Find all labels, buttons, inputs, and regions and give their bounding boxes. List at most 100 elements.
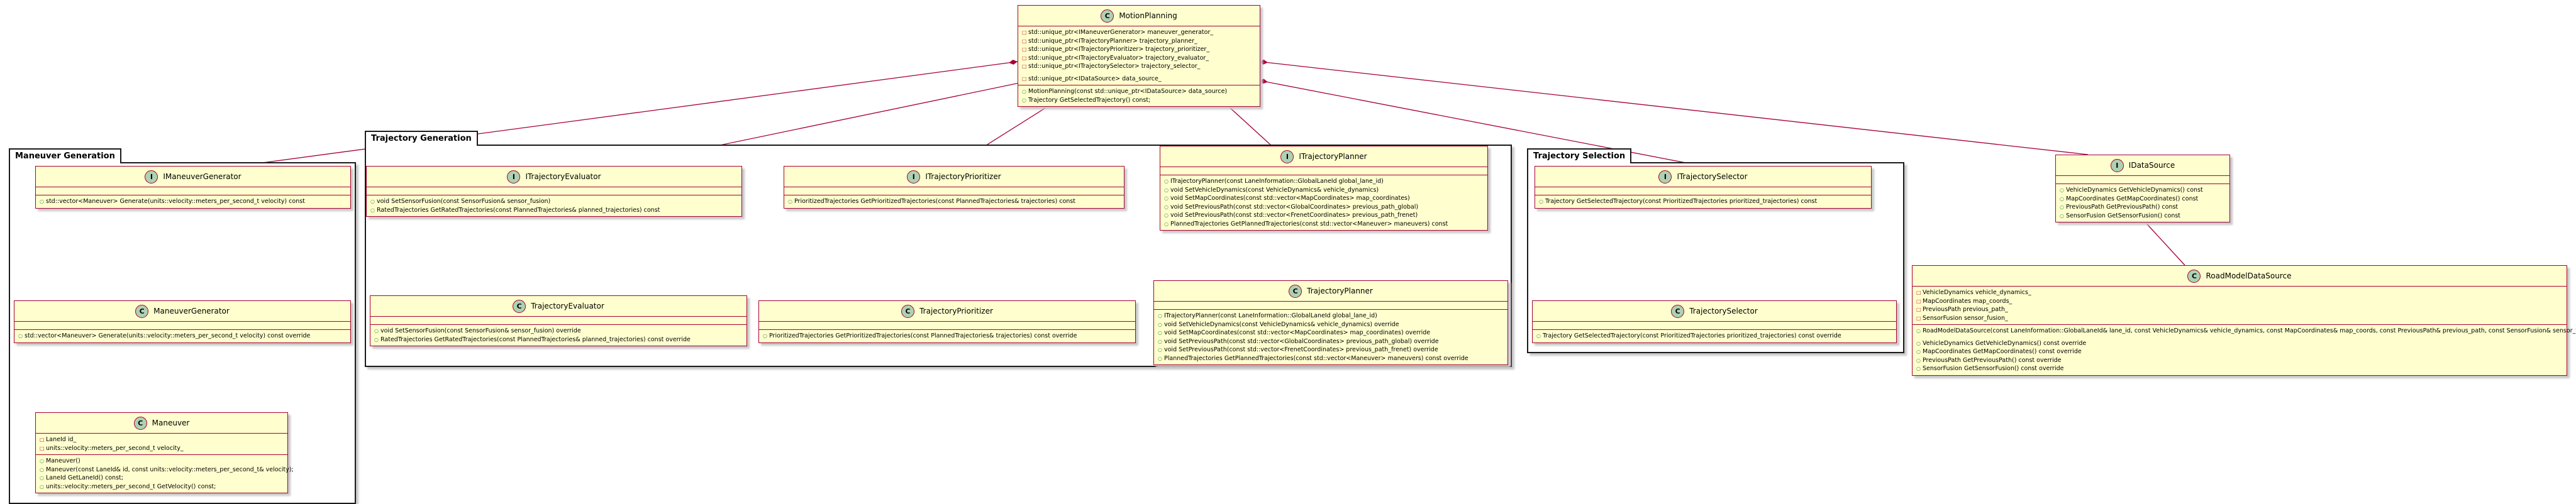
attributes-section: □std::unique_ptr<IManeuverGenerator> man…: [1018, 26, 1260, 85]
member-text: VehicleDynamics GetVehicleDynamics() con…: [2066, 187, 2203, 194]
methods-section: ○void SetSensorFusion(const SensorFusion…: [367, 195, 741, 216]
member-text: MapCoordinates GetMapCoordinates() const: [2066, 195, 2199, 202]
visibility-marker: ○: [40, 199, 44, 204]
member-row: □PreviousPath previous_path_: [1916, 305, 2563, 314]
attributes-section: [36, 187, 350, 195]
class-name: TrajectorySelector: [1689, 307, 1758, 315]
class-header: I IManeuverGenerator: [36, 167, 350, 187]
member-row: □LaneId id_: [40, 436, 284, 444]
attributes-section: [367, 187, 741, 195]
attributes-section: [370, 317, 747, 325]
member-text: PreviousPath GetPreviousPath() const: [2066, 204, 2179, 211]
class-name: TrajectoryEvaluator: [531, 302, 604, 310]
interface-badge-icon: I: [907, 170, 921, 184]
composition-idata-source: [1258, 61, 2089, 155]
class-badge-icon: C: [135, 304, 149, 318]
visibility-marker: □: [1022, 47, 1027, 52]
member-row: □MapCoordinates map_coords_: [1916, 297, 2563, 306]
package-label: Maneuver Generation: [9, 148, 121, 163]
visibility-marker: ○: [763, 333, 767, 339]
member-row: ○MapCoordinates GetMapCoordinates() cons…: [2060, 195, 2226, 204]
visibility-marker: □: [1916, 307, 1921, 312]
class-badge-icon: C: [1289, 284, 1302, 298]
methods-section: ○VehicleDynamics GetVehicleDynamics() co…: [2056, 184, 2229, 222]
class-name: MotionPlanning: [1119, 11, 1177, 20]
member-text: void SetVehicleDynamics(const VehicleDyn…: [1164, 320, 1399, 328]
member-text: Maneuver(): [46, 457, 80, 464]
member-text: void SetMapCoordinates(const std::vector…: [1170, 195, 1410, 202]
class-name: TrajectoryPrioritizer: [919, 307, 993, 315]
member-text: PreviousPath GetPreviousPath() const ove…: [1923, 356, 2062, 364]
member-row: ○PrioritizedTrajectories GetPrioritizedT…: [763, 332, 1131, 341]
member-row: ○units::velocity::meters_per_second_t Ge…: [40, 483, 284, 491]
member-text: PrioritizedTrajectories GetPrioritizedTr…: [769, 332, 1077, 339]
member-row: ○PrioritizedTrajectories GetPrioritizedT…: [788, 197, 1120, 206]
member-row: ○std::vector<Maneuver> Generate(units::v…: [18, 332, 347, 341]
member-row: ○void SetPreviousPath(const std::vector<…: [1158, 346, 1504, 354]
composition-imaneuver-generator-diamond: [1009, 59, 1018, 65]
class-name: ITrajectorySelector: [1677, 172, 1748, 181]
interface-badge-icon: I: [1658, 170, 1672, 184]
member-row: □std::unique_ptr<IManeuverGenerator> man…: [1022, 28, 1256, 37]
package-label: Trajectory Generation: [365, 131, 478, 146]
member-row: ○ITrajectoryPlanner(const LaneInformatio…: [1158, 312, 1504, 320]
member-text: SensorFusion sensor_fusion_: [1923, 314, 2008, 322]
methods-section: ○Trajectory GetSelectedTrajectory(const …: [1535, 195, 1871, 208]
composition-itrajectory-selector-diamond: [1259, 79, 1268, 84]
member-row: ○Trajectory GetSelectedTrajectory(const …: [1539, 197, 1867, 206]
member-text: Maneuver(const LaneId& id, const units::…: [46, 466, 294, 473]
member-row: □std::unique_ptr<IDataSource> data_sourc…: [1022, 75, 1256, 84]
interface-badge-icon: I: [145, 170, 158, 184]
visibility-marker: ○: [1164, 204, 1169, 210]
visibility-marker: □: [1916, 290, 1921, 295]
attributes-section: [784, 187, 1124, 195]
member-row: ○LaneId GetLaneId() const;: [40, 474, 284, 483]
visibility-marker: ○: [1022, 89, 1026, 94]
visibility-marker: ○: [1158, 355, 1162, 361]
member-row: ○void SetMapCoordinates(const std::vecto…: [1158, 329, 1504, 337]
methods-section: ○Trajectory GetSelectedTrajectory(const …: [1533, 330, 1896, 342]
visibility-marker: ○: [374, 336, 379, 342]
realization-road-model-data-source: [2141, 218, 2185, 266]
attributes-section: [2056, 176, 2229, 184]
class-itrajectory-selector[interactable]: I ITrajectorySelector ○Trajectory GetSelec…: [1535, 166, 1872, 209]
member-text: PreviousPath previous_path_: [1923, 306, 2008, 313]
member-text: LaneId GetLaneId() const;: [46, 474, 123, 481]
visibility-marker: □: [40, 445, 45, 451]
class-name: IManeuverGenerator: [163, 172, 242, 181]
member-text: LaneId id_: [46, 436, 77, 443]
class-name: IDataSource: [2128, 161, 2175, 170]
member-text: MapCoordinates GetMapCoordinates() const…: [1923, 348, 2082, 355]
methods-section: ○PrioritizedTrajectories GetPrioritizedT…: [759, 330, 1135, 342]
member-text: std::unique_ptr<IManeuverGenerator> mane…: [1028, 29, 1214, 36]
attributes-section: [1160, 167, 1487, 175]
visibility-marker: ○: [1536, 333, 1541, 339]
member-row: ○PlannedTrajectories GetPlannedTrajector…: [1164, 220, 1484, 229]
visibility-marker: □: [1022, 75, 1027, 82]
visibility-marker: □: [1022, 30, 1027, 35]
member-text: void SetPreviousPath(const std::vector<G…: [1164, 337, 1439, 345]
member-row: □std::unique_ptr<ITrajectoryPlanner> tra…: [1022, 37, 1256, 46]
member-text: void SetPreviousPath(const std::vector<F…: [1170, 212, 1418, 219]
visibility-marker: ○: [1916, 328, 1921, 334]
member-text: std::unique_ptr<IDataSource> data_source…: [1028, 75, 1162, 82]
